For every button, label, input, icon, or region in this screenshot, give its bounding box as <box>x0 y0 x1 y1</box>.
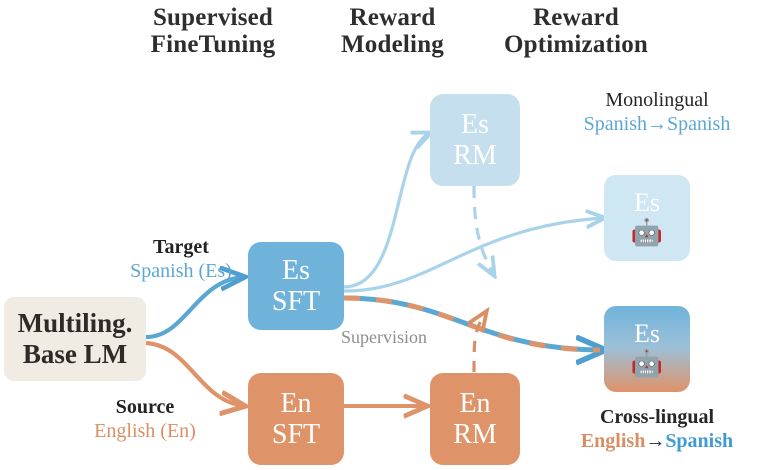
branch-label-target: Target Spanish (Es) <box>96 236 266 283</box>
output-label: Es <box>634 319 660 348</box>
node-line1: En <box>280 387 312 419</box>
output-label: Es <box>634 188 660 217</box>
node-line1: Es <box>461 108 489 140</box>
column-heading-line1: Supervised <box>152 4 274 31</box>
branch-label-language: English (En) <box>94 419 196 442</box>
node-line1: Es <box>282 254 310 286</box>
node-line2: SFT <box>271 286 321 317</box>
column-heading-reward-modeling: Reward Modeling <box>310 4 475 58</box>
result-title: Cross-lingual <box>599 406 715 428</box>
robot-emoji-icon: 🤖 <box>630 218 664 247</box>
node-line2: RM <box>453 140 497 171</box>
base-model-node[interactable]: Multiling. Base LM <box>4 297 146 381</box>
result-target: Spanish <box>665 430 734 452</box>
output-monolingual-model[interactable]: Es 🤖 <box>604 175 690 261</box>
column-heading-line1: Reward <box>349 4 436 31</box>
node-es-rm[interactable]: Es RM <box>430 94 520 186</box>
base-model-line1: Multiling. <box>17 307 133 338</box>
robot-emoji-icon: 🤖 <box>630 349 664 378</box>
result-target: Spanish <box>667 113 731 135</box>
result-arrow-icon: → <box>647 113 667 135</box>
column-heading-line2: Modeling <box>341 31 444 58</box>
node-en-sft[interactable]: En SFT <box>248 373 344 465</box>
node-line2: RM <box>453 419 497 450</box>
column-heading-reward-optimization: Reward Optimization <box>478 4 674 58</box>
supervision-label: Supervision <box>341 327 428 347</box>
result-title: Monolingual <box>605 89 709 111</box>
column-heading-line1: Reward <box>533 4 619 31</box>
result-source: Spanish <box>583 113 647 135</box>
branch-label-language: Spanish (Es) <box>130 259 232 282</box>
branch-label-title: Target <box>153 236 209 258</box>
column-heading-supervised-finetuning: Supervised FineTuning <box>118 4 308 58</box>
branch-label-title: Source <box>115 396 175 418</box>
result-label-monolingual: Monolingual Spanish→Spanish <box>552 88 762 136</box>
node-line2: SFT <box>271 419 321 450</box>
result-pair: Spanish→Spanish <box>552 112 762 136</box>
branch-label-source: Source English (En) <box>60 396 230 443</box>
node-line1: En <box>459 387 491 419</box>
result-label-crosslingual: Cross-lingual English→Spanish <box>552 405 762 453</box>
node-en-rm[interactable]: En RM <box>430 373 520 465</box>
column-heading-line2: FineTuning <box>150 31 276 58</box>
node-es-sft[interactable]: Es SFT <box>248 242 344 330</box>
base-model-line2: Base LM <box>22 339 128 369</box>
result-source: English <box>580 430 646 452</box>
column-heading-line2: Optimization <box>503 31 649 58</box>
output-crosslingual-model[interactable]: Es 🤖 <box>604 306 690 392</box>
result-arrow-icon: → <box>645 430 666 452</box>
result-pair: English→Spanish <box>552 429 762 453</box>
